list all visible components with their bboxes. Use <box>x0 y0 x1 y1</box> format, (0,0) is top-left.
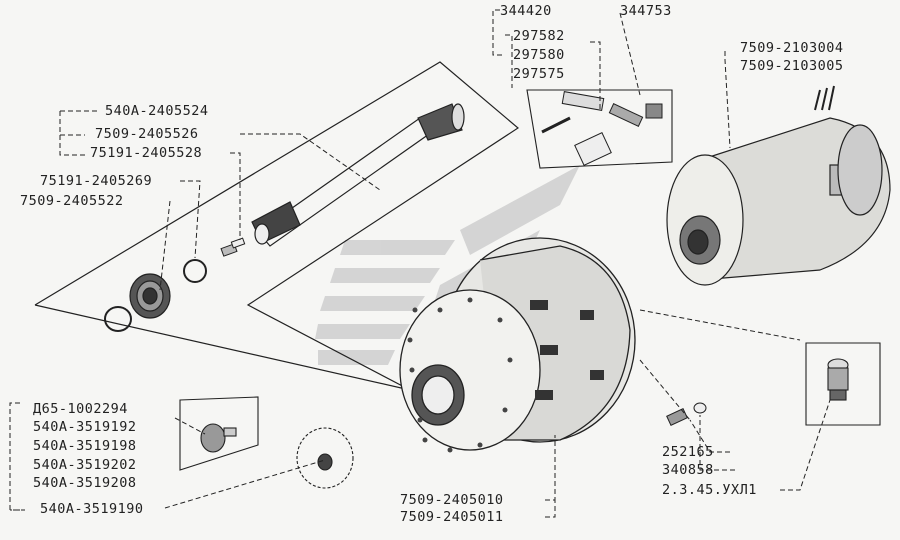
splined-sleeve <box>129 273 171 319</box>
label-7509-2103004: 7509-2103004 <box>740 40 844 56</box>
label-D65-1002294: Д65-1002294 <box>33 401 128 417</box>
label-344753: 344753 <box>620 3 672 19</box>
label-540A-3519190: 540А-3519190 <box>40 501 144 517</box>
label-540A-2405524: 540A-2405524 <box>105 103 209 119</box>
grease-fitting <box>805 342 881 426</box>
label-297575: 297575 <box>513 66 565 82</box>
label-252165: 252165 <box>662 444 714 460</box>
label-7509-2103005: 7509-2103005 <box>740 58 844 74</box>
snap-ring-right <box>183 259 207 283</box>
label-540A-3519208: 540А-3519208 <box>33 475 137 491</box>
label-7509-2405011: 7509-2405011 <box>400 509 504 525</box>
bolt-75191-2405528 <box>220 237 246 257</box>
clamp-parts <box>541 91 663 166</box>
label-540A-3519198: 540А-3519198 <box>33 438 137 454</box>
label-297582: 297582 <box>513 28 565 44</box>
label-75191-2405528: 75191-2405528 <box>90 145 203 161</box>
label-344420: 344420 <box>500 3 552 19</box>
leader-lines <box>9 9 831 518</box>
electric-motor <box>666 85 891 286</box>
label-2-3-45-UHL1: 2.3.45.УХЛ1 <box>662 482 757 498</box>
label-7509-2405526: 7509-2405526 <box>95 126 199 142</box>
half-shaft <box>251 103 465 247</box>
label-75191-2405269: 75191-2405269 <box>40 173 153 189</box>
label-7509-2405010: 7509-2405010 <box>400 492 504 508</box>
snap-ring-left <box>104 306 132 332</box>
shaft-panel <box>34 61 520 391</box>
bolt-washer <box>666 402 707 426</box>
label-540A-3519192: 540А-3519192 <box>33 419 137 435</box>
label-540A-3519202: 540А-3519202 <box>33 457 137 473</box>
hub-housing <box>399 237 636 453</box>
label-297580: 297580 <box>513 47 565 63</box>
label-340858: 340858 <box>662 462 714 478</box>
breather-panel <box>179 396 354 489</box>
clamp-panel <box>526 89 673 169</box>
label-7509-2405522: 7509-2405522 <box>20 193 124 209</box>
